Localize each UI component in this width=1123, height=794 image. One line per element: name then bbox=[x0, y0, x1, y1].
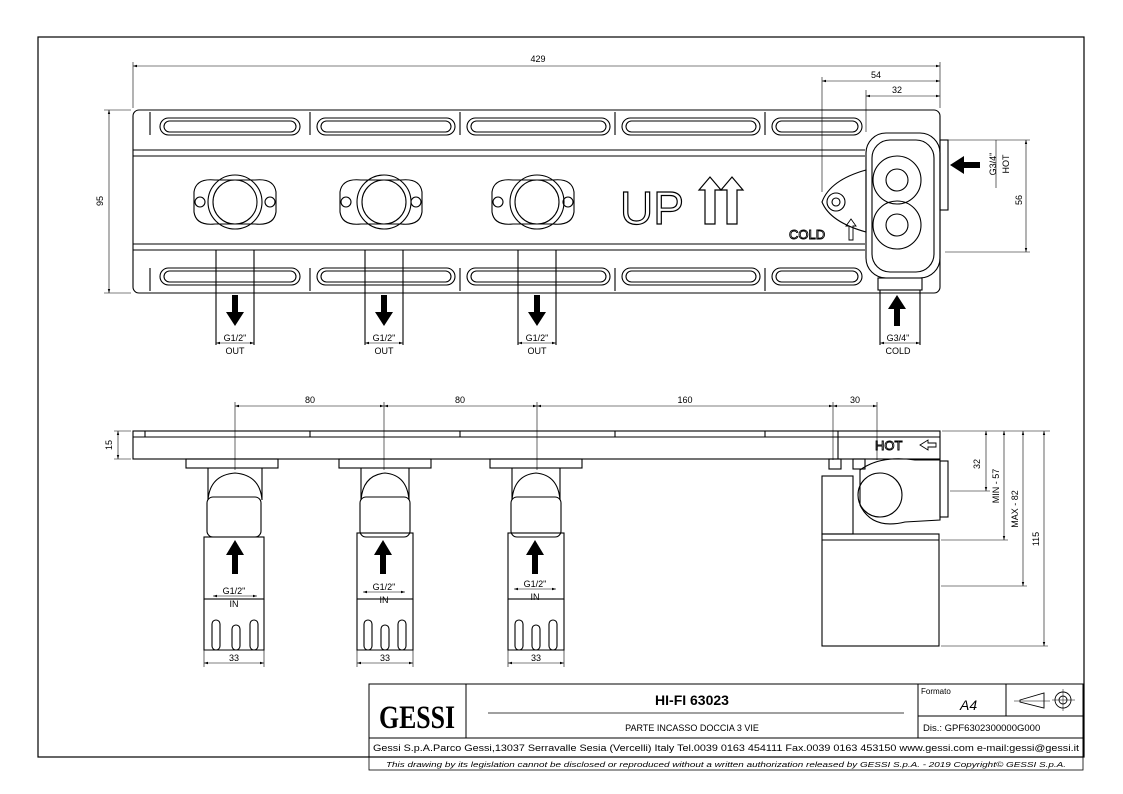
dim-spacing-2: 80 bbox=[455, 395, 465, 405]
gessi-logo: GESSI bbox=[379, 700, 455, 736]
cold-in-arrow bbox=[888, 295, 906, 326]
top-dimensions bbox=[104, 62, 1030, 345]
in-label-2: IN bbox=[380, 595, 389, 605]
dim-spacing-4: 30 bbox=[850, 395, 860, 405]
slots-top bbox=[159, 117, 863, 136]
side-body-1 bbox=[185, 458, 279, 651]
projection-symbol-icon bbox=[1014, 689, 1075, 711]
side-plate bbox=[132, 430, 941, 460]
side-body-3 bbox=[489, 458, 583, 651]
dim-height-56: 56 bbox=[1014, 195, 1024, 205]
dim-max: MAX - 82 bbox=[1010, 490, 1020, 528]
dim-width-54: 54 bbox=[871, 70, 881, 80]
out-label-1: OUT bbox=[226, 346, 246, 356]
formato-value: A4 bbox=[959, 697, 977, 713]
outlet-3 bbox=[491, 174, 575, 345]
side-plate-ticks bbox=[144, 431, 839, 459]
in-thread-label-3: G1/2" bbox=[524, 579, 547, 589]
in-thread-label-1: G1/2" bbox=[223, 586, 246, 596]
dim-min: MIN - 57 bbox=[991, 469, 1001, 504]
out-label-2: OUT bbox=[375, 346, 395, 356]
cold-up-arrow-icon bbox=[845, 218, 857, 241]
dim-spacing-1: 80 bbox=[305, 395, 315, 405]
side-body-2 bbox=[338, 458, 432, 651]
cold-bottom-label: COLD bbox=[885, 346, 911, 356]
up-arrow-outlines bbox=[697, 176, 745, 225]
formato-label: Formato bbox=[921, 687, 951, 696]
out-thread-label-1: G1/2" bbox=[224, 333, 247, 343]
in-arrow-2 bbox=[374, 540, 392, 574]
dim-depth-32: 32 bbox=[972, 459, 982, 469]
dim-width-32: 32 bbox=[892, 85, 902, 95]
in-arrow-1 bbox=[226, 540, 244, 574]
flow-arrows-side bbox=[226, 540, 544, 574]
cold-label: COLD bbox=[789, 227, 825, 242]
product-title: HI-FI 63023 bbox=[655, 692, 729, 708]
product-description: PARTE INCASSO DOCCIA 3 VIE bbox=[625, 723, 759, 733]
in-thread-label-2: G1/2" bbox=[373, 582, 396, 592]
outlet-2 bbox=[339, 174, 423, 345]
dim-overall-width: 429 bbox=[530, 54, 545, 64]
disclaimer-strip bbox=[368, 756, 1084, 771]
out-arrow-2 bbox=[375, 295, 393, 326]
sheet-border bbox=[37, 36, 1085, 758]
out-label-3: OUT bbox=[528, 346, 548, 356]
out-thread-label-2: G1/2" bbox=[373, 333, 396, 343]
mixer-body bbox=[821, 132, 949, 345]
in-label-3: IN bbox=[531, 592, 540, 602]
cold-thread-label: G3/4" bbox=[887, 333, 910, 343]
hot-thread-label: G3/4" bbox=[988, 153, 998, 176]
dim-height-95: 95 bbox=[95, 196, 105, 206]
disclaimer-text: This drawing by its legislation cannot b… bbox=[386, 761, 1066, 769]
dim-body-width-1: 33 bbox=[229, 653, 239, 663]
outlet-1 bbox=[193, 174, 277, 345]
top-view bbox=[132, 109, 949, 345]
side-view bbox=[132, 430, 949, 651]
up-label: UP bbox=[620, 182, 684, 234]
hot-label: HOT bbox=[1001, 154, 1011, 174]
dim-thickness: 15 bbox=[104, 440, 114, 450]
out-arrow-3 bbox=[528, 295, 546, 326]
hot-in-arrow bbox=[950, 156, 980, 174]
dim-spacing-3: 160 bbox=[677, 395, 692, 405]
in-label-1: IN bbox=[230, 599, 239, 609]
dim-depth-115: 115 bbox=[1031, 532, 1041, 546]
flow-arrows-top bbox=[226, 156, 980, 326]
out-thread-label-3: G1/2" bbox=[526, 333, 549, 343]
dim-body-width-2: 33 bbox=[380, 653, 390, 663]
side-dimensions bbox=[114, 402, 1050, 667]
dim-body-width-3: 33 bbox=[531, 653, 541, 663]
plate-divisions bbox=[149, 112, 766, 291]
slots-bottom bbox=[159, 267, 863, 286]
side-hot-label: HOT bbox=[875, 438, 903, 453]
side-mixer bbox=[821, 458, 949, 647]
drawing-number: Dis.: GPF6302300000G000 bbox=[923, 723, 1040, 734]
hot-left-arrow-icon bbox=[919, 439, 937, 451]
in-arrow-3 bbox=[526, 540, 544, 574]
company-line: Gessi S.p.A.Parco Gessi,13037 Serravalle… bbox=[373, 743, 1080, 753]
out-arrow-1 bbox=[226, 295, 244, 326]
